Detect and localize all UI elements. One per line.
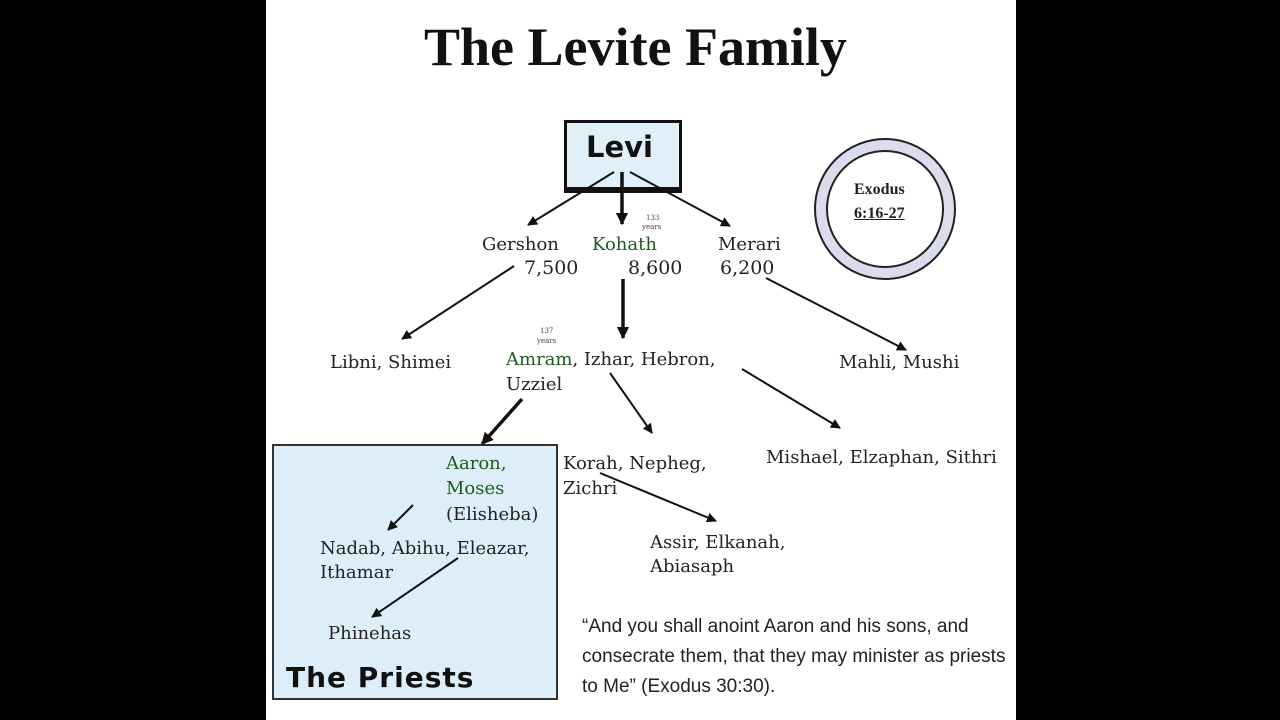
- kohath-years-number: 133: [646, 214, 660, 222]
- arrow-uzziel-mishael: [741, 368, 841, 429]
- arrow-levi-merari: [629, 171, 731, 227]
- reference-verses: 6:16-27: [854, 205, 905, 222]
- korah-sons-line1: Assir, Elkanah,: [650, 532, 786, 553]
- arrow-korah-sons: [599, 472, 717, 523]
- gershon-sons: Libni, Shimei: [330, 352, 452, 373]
- reference-circle: [826, 150, 944, 268]
- uzziel-sons: Mishael, Elzaphan, Sithri: [766, 447, 997, 468]
- merari-count: 6,200: [720, 257, 775, 279]
- korah-sons-line2: Abiasaph: [650, 556, 735, 577]
- arrow-izhar-korah: [609, 372, 653, 434]
- arrow-amram-aaron: [480, 397, 524, 446]
- aaron-sons-line2: Ithamar: [320, 562, 394, 583]
- kohath-sons-line: Amram, Izhar, Hebron,: [506, 349, 716, 370]
- levi-label: Levi: [586, 130, 653, 164]
- diagram-title: The Levite Family: [424, 17, 847, 77]
- arrow-merari-sons: [765, 277, 907, 351]
- reference-book: Exodus: [854, 181, 905, 198]
- arrow-eleazar-phinehas: [371, 557, 459, 618]
- amram-name: Amram: [506, 349, 573, 370]
- arrow-aaron-sons: [387, 504, 414, 531]
- kohath-name: Kohath: [592, 234, 657, 255]
- kohath-count: 8,600: [628, 257, 683, 279]
- kohath-years-unit: years: [642, 223, 662, 231]
- kohath-other-sons: , Izhar, Hebron,: [572, 349, 716, 370]
- scripture-quote: “And you shall anoint Aaron and his sons…: [582, 616, 1006, 697]
- izhar-sons-line1: Korah, Nepheg,: [563, 453, 707, 474]
- arrow-gershon-sons: [401, 265, 515, 340]
- gershon-count: 7,500: [524, 257, 579, 279]
- merari-name: Merari: [718, 234, 781, 255]
- merari-sons: Mahli, Mushi: [839, 352, 960, 373]
- uzziel-name: Uzziel: [506, 374, 563, 395]
- izhar-sons-line2: Zichri: [563, 478, 618, 499]
- aaron-sons-line1: Nadab, Abihu, Eleazar,: [320, 538, 530, 559]
- connector-arrows: [371, 171, 907, 618]
- gershon-name: Gershon: [482, 234, 559, 255]
- moses-name: Moses: [446, 478, 505, 499]
- aaron-name: Aaron,: [446, 453, 507, 474]
- elisheba-name: (Elisheba): [446, 504, 539, 525]
- arrow-levi-gershon: [527, 171, 615, 226]
- levite-family-diagram: The Levite Family Levi Exodus 6:16-27 Ge…: [266, 0, 1016, 720]
- amram-years-unit: years: [537, 337, 557, 345]
- amram-years-number: 137: [540, 327, 554, 335]
- priests-box: [272, 444, 558, 700]
- phinehas-name: Phinehas: [328, 623, 412, 644]
- priests-label: The Priests: [286, 661, 475, 694]
